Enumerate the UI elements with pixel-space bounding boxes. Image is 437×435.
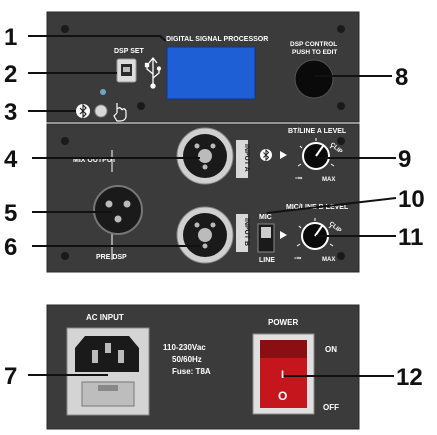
fuse-drawer[interactable] [81,381,135,407]
bluetooth-icon [76,103,90,119]
pre-dsp-label: PRE DSP [96,254,127,261]
usb-port[interactable] [116,58,137,83]
callout-9: 9 [398,146,411,173]
callout-6: 6 [4,234,17,261]
level-b-max: MAX [322,257,335,263]
input-b-combo-jack[interactable] [176,206,234,264]
level-a-min: -∞ [295,175,302,182]
callout-4: 4 [4,146,18,173]
frequency-label: 50/60Hz [172,355,202,364]
input-a-arrow [280,151,287,159]
dsp-display [166,46,256,100]
mic-label: MIC [259,214,272,221]
level-a-max: MAX [322,177,335,183]
power-switch[interactable]: I O [252,333,315,415]
dsp-control-line2: PUSH TO EDIT [292,49,337,56]
input-b-tab: INPUT B [236,214,250,252]
usb-icon [144,56,162,89]
fuse-label: Fuse: T8A [172,367,211,376]
level-b-ticks [296,218,334,247]
level-a-ticks [297,138,335,167]
power-off-label: OFF [323,403,339,412]
dsp-set-label: DSP SET [114,48,145,55]
callout-7: 7 [4,363,17,390]
screws-middle [61,137,345,260]
line-label: LINE [259,257,275,264]
svg-text:INPUT B: INPUT B [243,218,250,246]
bluetooth-small-icon [260,148,272,162]
power-on-label: ON [325,345,337,354]
ac-input-label: AC INPUT [86,313,124,322]
level-b-knob[interactable] [301,222,329,250]
leader-lines [28,35,397,377]
svg-text:INPUT A: INPUT A [243,144,250,172]
bt-line-a-level-label: BT/LINE A LEVEL [288,128,347,135]
callout-2: 2 [4,61,17,88]
callout-12: 12 [396,364,423,391]
level-b-min: -∞ [294,255,301,262]
dsp-control-knob[interactable] [294,59,334,99]
callout-5: 5 [4,200,17,227]
svg-text:O: O [278,389,287,403]
pairing-hand-icon [113,103,127,122]
mic-line-switch[interactable] [257,223,275,253]
dsp-title: DIGITAL SIGNAL PROCESSOR [166,36,268,43]
callout-11: 11 [398,224,423,251]
level-a-knob[interactable] [302,142,330,170]
callout-1: 1 [4,24,17,51]
input-a-combo-jack[interactable] [176,127,234,185]
pairing-led [100,89,106,95]
svg-text:I: I [281,369,284,381]
mix-output-xlr-jack[interactable] [93,185,143,235]
pairing-button[interactable] [94,104,108,118]
dsp-control-line1: DSP CONTROL [290,41,337,48]
input-a-tab: INPUT A [236,140,250,178]
callout-8: 8 [395,64,408,91]
input-b-arrow [280,231,287,239]
power-label: POWER [268,318,298,327]
callout-3: 3 [4,99,17,126]
callout-10: 10 [398,186,425,213]
mix-output-label: MIX OUTPUT [73,157,117,164]
voltage-label: 110-230Vac [163,343,206,352]
screws-top [61,25,345,110]
